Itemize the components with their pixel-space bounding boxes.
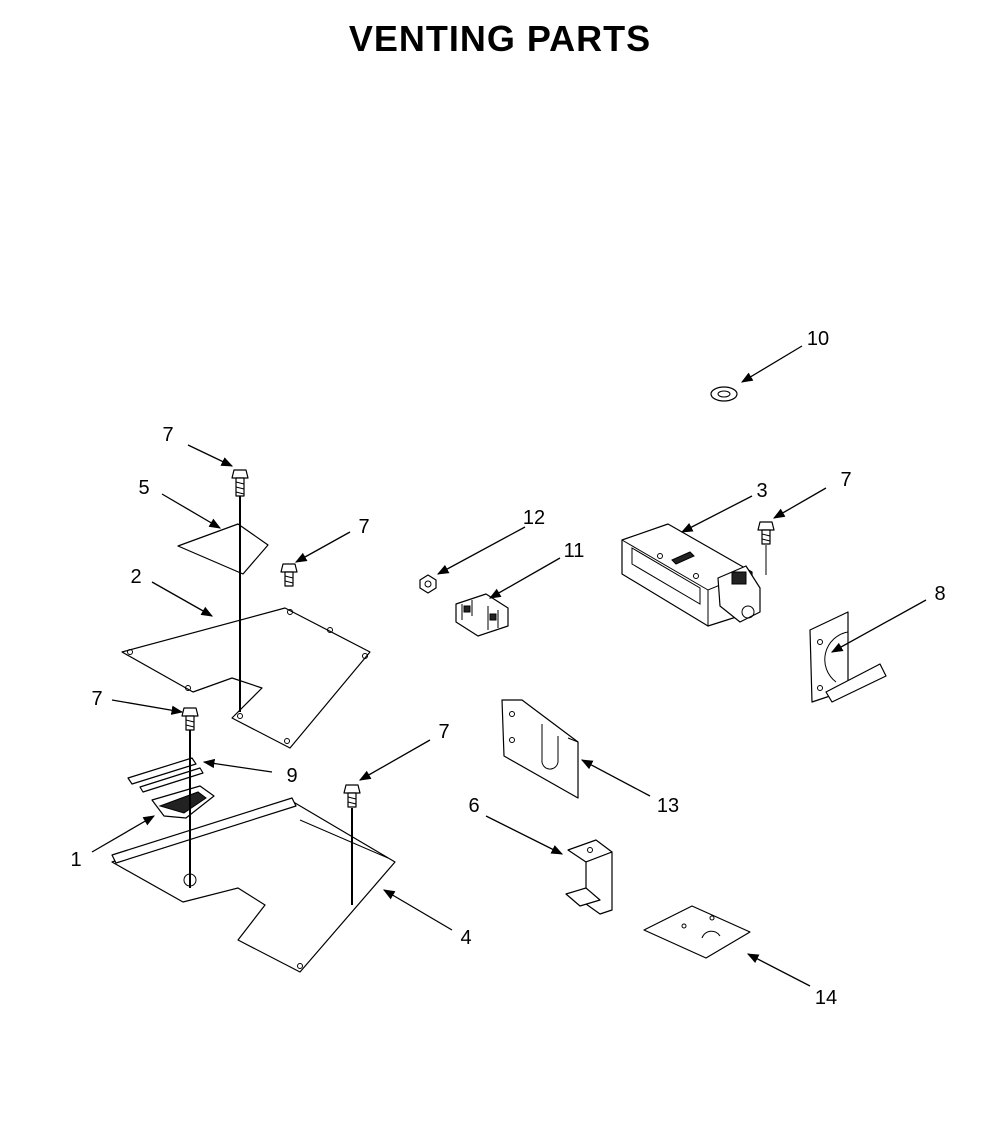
page-title: VENTING PARTS <box>348 18 652 59</box>
part-1-damper <box>111 785 297 864</box>
callout-14: 14 <box>815 987 837 1009</box>
callout-11: 11 <box>564 540 585 562</box>
callout-5: 5 <box>138 477 149 499</box>
part-14-plate <box>643 905 751 959</box>
part-12-nut <box>419 574 437 594</box>
screw-7-right <box>757 521 775 575</box>
part-6-bracket <box>565 839 613 915</box>
callout-9: 9 <box>286 765 297 787</box>
callout-10: 10 <box>807 328 829 350</box>
screw-7-left <box>181 707 199 731</box>
callout-labels: 7 5 7 2 7 9 1 7 4 10 7 3 8 12 11 13 6 14 <box>70 328 945 1009</box>
part-9-strips <box>127 757 204 793</box>
part-5-plate <box>177 523 269 575</box>
callout-7: 7 <box>162 424 173 446</box>
screw-7-top <box>231 469 249 497</box>
callout-7: 7 <box>91 688 102 710</box>
callout-7: 7 <box>438 721 449 743</box>
callout-7: 7 <box>358 516 369 538</box>
screw-7-mid <box>280 563 298 587</box>
callout-8: 8 <box>934 583 945 605</box>
callout-1: 1 <box>70 849 81 871</box>
callout-12: 12 <box>523 507 545 529</box>
part-2-cover-plate <box>121 607 371 749</box>
part-10-grommet <box>710 386 738 402</box>
screw-7-bottom <box>343 784 361 905</box>
leader-lines <box>91 345 927 987</box>
part-8-bracket <box>809 611 887 703</box>
callout-13: 13 <box>657 795 679 817</box>
callout-7: 7 <box>840 469 851 491</box>
callout-3: 3 <box>756 480 767 502</box>
callout-4: 4 <box>460 927 471 949</box>
part-3-vent-assembly <box>621 523 761 627</box>
part-11-terminal-block <box>455 593 509 637</box>
part-13-shield <box>501 699 579 799</box>
callout-2: 2 <box>130 566 141 588</box>
callout-6: 6 <box>468 795 479 817</box>
